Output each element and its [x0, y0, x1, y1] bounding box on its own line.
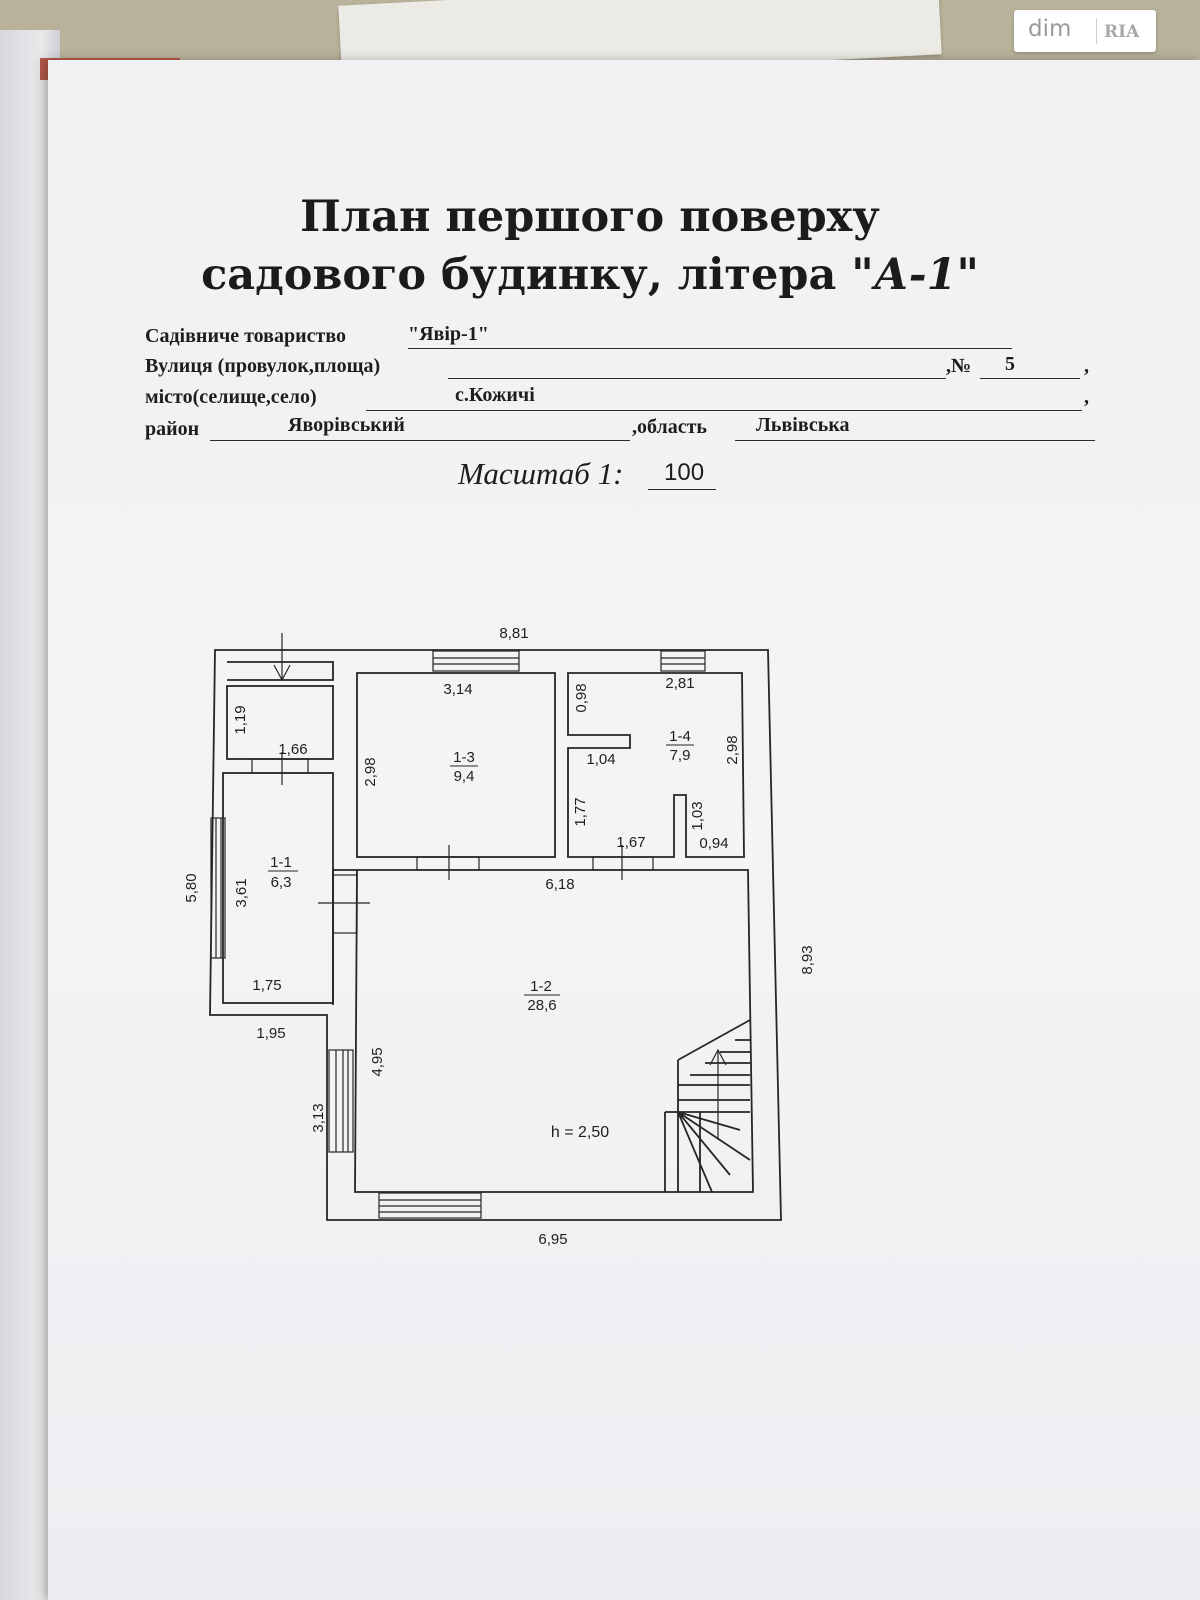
room-1-1-area: 6,3 [271, 874, 292, 891]
watermark-text-1: dim [1028, 16, 1072, 42]
room-1-2-area: 28,6 [527, 997, 556, 1014]
room-1-4-area: 7,9 [670, 747, 691, 764]
document-page [48, 60, 1200, 1600]
scale-value: 100 [664, 459, 705, 486]
outer-wall [209, 649, 782, 1221]
window-left-1-1 [210, 817, 226, 959]
room-1-1-id: 1-1 [270, 854, 292, 871]
dim-overall-top: 8,81 [499, 625, 528, 642]
oblast-underline [735, 440, 1095, 441]
dim-overall-left: 5,80 [183, 873, 200, 902]
door-1-3 [416, 845, 480, 880]
document-title-line2: садового будинку, літера "А-1" [201, 250, 979, 300]
street-label: Вулиця (провулок,площа) [145, 355, 381, 377]
window-bottom-1-2 [378, 1192, 482, 1219]
scale-underline [648, 489, 716, 490]
door-1-4 [592, 845, 654, 880]
dim-1-67: 1,67 [616, 834, 645, 851]
document-title-line1: План першого поверху [300, 192, 880, 242]
door-1-1-upper [251, 752, 309, 785]
stair-arrow [709, 1048, 727, 1140]
district-label: район [145, 418, 200, 440]
city-label: місто(селище,село) [145, 386, 317, 408]
dim-3-13: 3,13 [310, 1103, 327, 1132]
district-underline [210, 440, 630, 441]
street-underline [448, 378, 946, 379]
dim-overall-bottom: 6,95 [538, 1231, 567, 1248]
dim-1-03: 1,03 [689, 801, 706, 830]
dim-2-98-b: 2,98 [724, 735, 741, 764]
number-underline [980, 378, 1080, 379]
dim-1-77: 1,77 [572, 797, 589, 826]
entry-arrow [273, 633, 291, 682]
room-1-3-area: 9,4 [454, 768, 475, 785]
watermark-separator [1096, 18, 1097, 44]
watermark-badge: dim RIA [1014, 10, 1156, 52]
dim-1-19: 1,19 [232, 705, 249, 734]
oblast-value: Львівська [756, 414, 850, 436]
number-value: 5 [1005, 353, 1015, 375]
watermark-text-2: RIA [1104, 22, 1140, 42]
room-1-4 [567, 672, 745, 858]
room-1-2 [354, 869, 754, 1193]
inner-wall-line [227, 661, 334, 681]
dim-4-95: 4,95 [369, 1047, 386, 1076]
room-1-4-id: 1-4 [669, 728, 691, 745]
scale-label: Масштаб 1: [458, 456, 624, 491]
dim-0-98: 0,98 [573, 683, 590, 712]
window-left-1-2 [328, 1049, 354, 1153]
dim-1-75: 1,75 [252, 977, 281, 994]
dim-3-61: 3,61 [233, 878, 250, 907]
window-top-1-4 [660, 650, 706, 672]
window-top-1-3 [432, 650, 520, 672]
dim-2-98-a: 2,98 [362, 757, 379, 786]
number-label: ,№ [946, 355, 972, 377]
dim-6-18: 6,18 [545, 876, 574, 893]
city-value: с.Кожичі [455, 384, 535, 406]
room-1-2-id: 1-2 [530, 978, 552, 995]
society-label: Садівниче товариство [145, 325, 346, 347]
dim-overall-right: 8,93 [799, 945, 816, 974]
district-value: Яворівський [288, 414, 405, 436]
dim-1-04: 1,04 [586, 751, 615, 768]
room-1-3-id: 1-3 [453, 749, 475, 766]
dim-1-95: 1,95 [256, 1025, 285, 1042]
society-underline [408, 348, 1012, 349]
comma-2: , [1084, 386, 1089, 408]
dim-2-81: 2,81 [665, 675, 694, 692]
comma-1: , [1084, 355, 1089, 377]
dim-0-94: 0,94 [699, 835, 728, 852]
dim-3-14: 3,14 [443, 681, 472, 698]
staircase [664, 1019, 751, 1193]
ceiling-height: h = 2,50 [551, 1124, 609, 1141]
dim-1-66: 1,66 [278, 741, 307, 758]
door-1-1-to-1-2 [318, 874, 370, 934]
society-value: "Явір-1" [408, 323, 489, 345]
oblast-label: ,область [632, 416, 707, 438]
city-underline [366, 410, 1082, 411]
